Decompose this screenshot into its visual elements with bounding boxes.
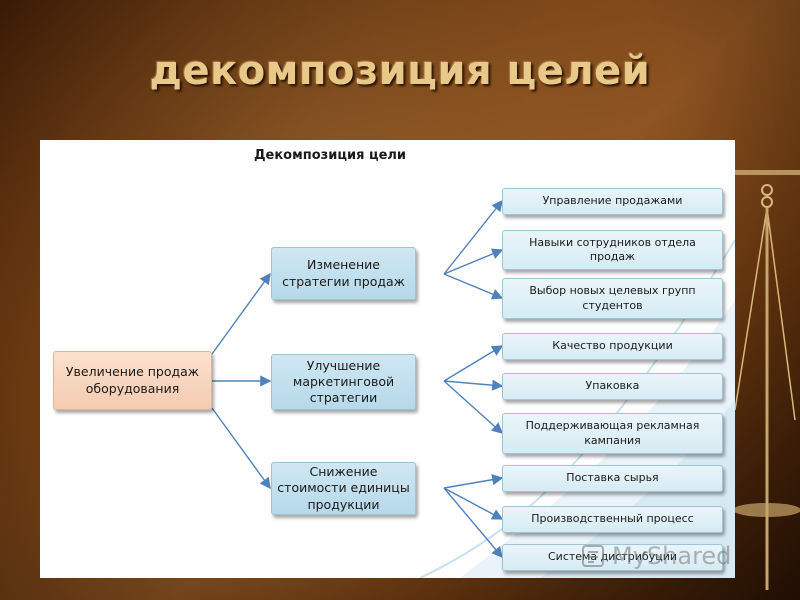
- branch-label-3: Снижение стоимости единицы продукции: [277, 464, 410, 512]
- scales-decoration: [735, 170, 800, 590]
- leaf-label-2-3: Поддерживающая рекламная кампания: [525, 419, 700, 447]
- leaf-label-2-2: Упаковка: [585, 379, 640, 393]
- leaf-box-3-2: Производственный процесс: [502, 506, 723, 533]
- leaf-label-1-2: Навыки сотрудников отдела продаж: [529, 235, 696, 263]
- leaf-box-2-2: Упаковка: [502, 373, 723, 400]
- leaf-label-1-1: Управление продажами: [542, 194, 683, 208]
- arrow-b3-leaf-2: [443, 487, 504, 520]
- leaf-box-1-3: Выбор новых целевых групп студентов: [502, 278, 723, 319]
- arrow-b1-leaf-3: [443, 273, 504, 300]
- arrow-root-branch-1: [211, 272, 271, 355]
- root-goal-box: Увеличение продаж оборудования: [53, 351, 212, 410]
- slide-title: декомпозиция целей: [149, 48, 651, 94]
- leaf-box-1-2: Навыки сотрудников отдела продаж: [502, 230, 723, 270]
- leaf-box-2-1: Качество продукции: [502, 333, 723, 360]
- diagram-panel: Декомпозиция цели Увелич: [40, 140, 735, 578]
- arrow-root-branch-3: [211, 407, 271, 490]
- leaf-box-2-3: Поддерживающая рекламная кампания: [502, 413, 723, 454]
- arrow-b2-leaf-2: [443, 379, 504, 391]
- diagram-title: Декомпозиция цели: [253, 148, 407, 163]
- leaf-label-3-1: Поставка сырья: [566, 471, 659, 485]
- myshared-logo-icon: [582, 545, 604, 567]
- arrow-b3-leaf-1: [443, 474, 504, 489]
- branch-box-1: Изменение стратегии продаж: [271, 247, 416, 300]
- watermark: MyShared: [580, 540, 770, 572]
- connector-arrows: [211, 199, 504, 559]
- branch-label-2: Улучшение маркетинговой стратегии: [292, 357, 395, 406]
- root-goal-label: Увеличение продаж оборудования: [65, 364, 200, 396]
- leaf-label-3-2: Производственный процесс: [531, 512, 694, 526]
- leaf-label-1-3: Выбор новых целевых групп студентов: [529, 284, 696, 312]
- leaf-box-3-1: Поставка сырья: [502, 465, 723, 492]
- arrow-b1-leaf-2: [443, 248, 504, 275]
- branch-box-3: Снижение стоимости единицы продукции: [271, 462, 416, 515]
- watermark-text: MyShared: [612, 542, 732, 570]
- leaf-label-3-3: Система дистрибуции: [547, 550, 677, 564]
- leaf-box-3-3: Система дистрибуции: [502, 544, 723, 571]
- branch-box-2: Улучшение маркетинговой стратегии: [271, 354, 416, 410]
- arrow-b2-leaf-3: [443, 380, 504, 434]
- arrow-b2-leaf-1: [443, 345, 504, 382]
- arrow-b3-leaf-3: [443, 487, 503, 559]
- leaf-label-2-1: Качество продукции: [552, 339, 673, 353]
- leaf-box-1-1: Управление продажами: [502, 188, 723, 215]
- arrow-b1-leaf-1: [443, 199, 503, 275]
- branch-label-1: Изменение стратегии продаж: [282, 257, 405, 289]
